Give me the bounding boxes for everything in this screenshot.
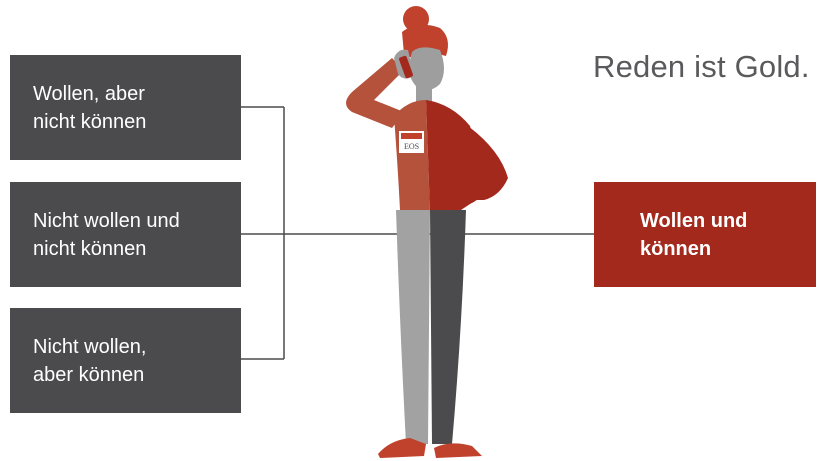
highlight-label: Wollen und können	[640, 207, 747, 263]
face	[408, 47, 444, 90]
leg-left	[396, 210, 430, 444]
neck	[416, 86, 432, 102]
eos-badge-text: EOS	[404, 142, 419, 151]
option-label-3: Nicht wollen, aber können	[33, 333, 146, 389]
option-label-1: Wollen, aber nicht können	[33, 80, 146, 136]
eos-badge-stripe	[401, 133, 422, 139]
jacket-left	[394, 100, 430, 212]
slogan: Reden ist Gold.	[593, 49, 810, 85]
option-box-3: Nicht wollen, aber können	[10, 308, 241, 413]
shoe-right	[434, 443, 482, 458]
option-box-1: Wollen, aber nicht können	[10, 55, 241, 160]
option-box-2: Nicht wollen und nicht können	[10, 182, 241, 287]
leg-right	[430, 210, 466, 444]
option-label-2: Nicht wollen und nicht können	[33, 207, 180, 263]
highlight-box: Wollen und können	[594, 182, 816, 287]
